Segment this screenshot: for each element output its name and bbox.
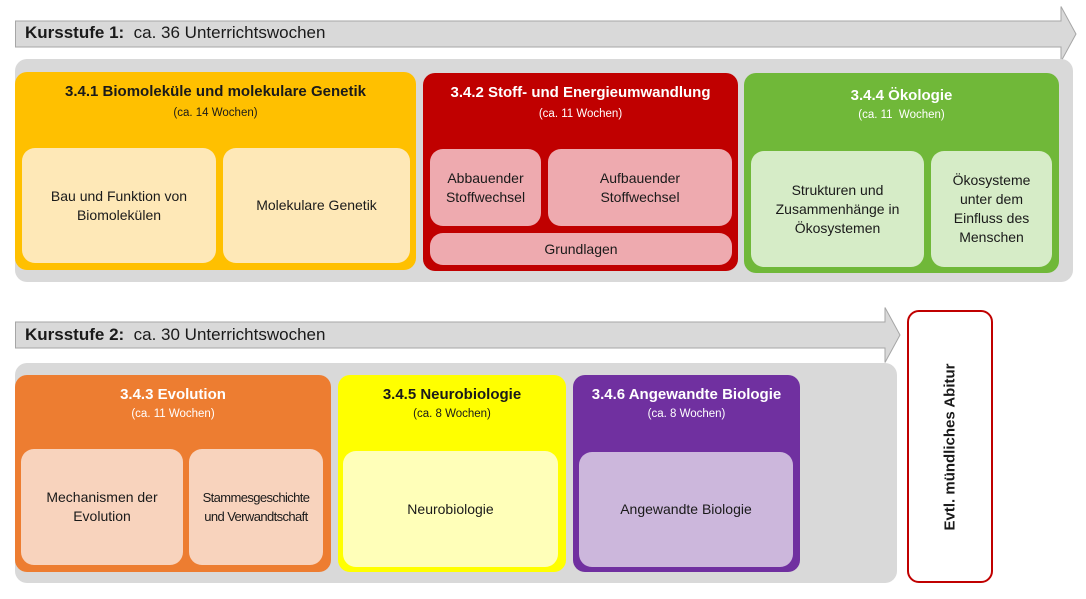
topic-label: Aufbauender Stoffwechsel bbox=[599, 169, 681, 205]
module-title: 3.4.3 Evolution bbox=[120, 386, 226, 403]
arrow-shape-icon bbox=[15, 307, 901, 363]
topic-card: Stammesgeschichte und Verwandtschaft bbox=[189, 449, 323, 565]
topic-label: Neurobiologie bbox=[407, 500, 494, 517]
topic-card: Grundlagen bbox=[430, 233, 732, 265]
module-title: 3.4.6 Angewandte Biologie bbox=[591, 386, 782, 403]
stage-2-label: Kursstufe 2: ca. 30 Unterrichtswochen bbox=[25, 325, 325, 345]
module-3-4-4-ecology: 3.4.4 Ökologie (ca. 11 Wochen) Strukture… bbox=[744, 73, 1059, 273]
topic-card: Angewandte Biologie bbox=[579, 452, 793, 567]
topic-card: Molekulare Genetik bbox=[223, 148, 410, 263]
stage-1-label: Kursstufe 1: ca. 36 Unterrichtswochen bbox=[25, 23, 325, 43]
oral-abitur-box: Evtl. mündliches Abitur bbox=[907, 310, 993, 583]
module-title: 3.4.4 Ökologie bbox=[850, 87, 953, 104]
topic-label: Grundlagen bbox=[544, 240, 618, 257]
topic-card: Strukturen und Zusammenhänge in Ökosyste… bbox=[751, 151, 924, 267]
module-duration: (ca. 8 Wochen) bbox=[647, 408, 726, 420]
module-3-4-2-metabolism: 3.4.2 Stoff- und Energieumwandlung (ca. … bbox=[423, 73, 738, 271]
module-3-4-3-evolution: 3.4.3 Evolution (ca. 11 Wochen) Mechanis… bbox=[15, 375, 331, 572]
topic-label: Stammesgeschichte und Verwandtschaft bbox=[202, 490, 310, 524]
stage-1-label-bold: Kursstufe 1: bbox=[25, 23, 125, 42]
topic-label: Angewandte Biologie bbox=[620, 501, 752, 517]
module-3-4-5-neurobiology: 3.4.5 Neurobiologie (ca. 8 Wochen) Neuro… bbox=[338, 375, 566, 572]
topic-label: Abbauender Stoffwechsel bbox=[445, 169, 526, 205]
module-title: 3.4.1 Biomoleküle und molekulare Genetik bbox=[65, 83, 366, 100]
arrow-shape-icon bbox=[15, 6, 1077, 62]
topic-label: Ökosysteme unter dem Einfluss des Mensch… bbox=[952, 172, 1031, 245]
topic-card: Aufbauender Stoffwechsel bbox=[548, 149, 732, 226]
stage-1-label-weeks: ca. 36 Unterrichtswochen bbox=[133, 23, 326, 42]
topic-card: Abbauender Stoffwechsel bbox=[430, 149, 541, 226]
stage-2-label-weeks: ca. 30 Unterrichtswochen bbox=[133, 325, 326, 344]
stage-2-timeline-arrow: Kursstufe 2: ca. 30 Unterrichtswochen bbox=[15, 307, 901, 363]
module-3-4-1-biomolecules: 3.4.1 Biomoleküle und molekulare Genetik… bbox=[15, 72, 416, 270]
module-duration: (ca. 11 Wochen) bbox=[131, 408, 215, 420]
topic-label: Bau und Funktion von Biomolekülen bbox=[50, 187, 188, 223]
module-duration: (ca. 11 Wochen) bbox=[538, 108, 623, 120]
stage-2-label-bold: Kursstufe 2: bbox=[25, 325, 125, 344]
topic-label: Strukturen und Zusammenhänge in Ökosyste… bbox=[775, 181, 900, 236]
topic-label: Mechanismen der Evolution bbox=[46, 489, 158, 524]
topic-label: Molekulare Genetik bbox=[256, 197, 377, 213]
module-3-4-6-applied-biology: 3.4.6 Angewandte Biologie (ca. 8 Wochen)… bbox=[573, 375, 800, 572]
stage-1-timeline-arrow: Kursstufe 1: ca. 36 Unterrichtswochen bbox=[15, 6, 1077, 62]
module-title: 3.4.2 Stoff- und Energieumwandlung bbox=[450, 84, 711, 101]
topic-card: Ökosysteme unter dem Einfluss des Mensch… bbox=[931, 151, 1052, 267]
topic-card: Neurobiologie bbox=[343, 451, 558, 567]
module-duration: (ca. 11 Wochen) bbox=[858, 109, 945, 121]
oral-abitur-label: Evtl. mündliches Abitur bbox=[941, 363, 959, 530]
module-duration: (ca. 8 Wochen) bbox=[413, 408, 491, 420]
module-title: 3.4.5 Neurobiologie bbox=[382, 386, 522, 403]
module-duration: (ca. 14 Wochen) bbox=[173, 107, 258, 119]
topic-card: Mechanismen der Evolution bbox=[21, 449, 183, 565]
topic-card: Bau und Funktion von Biomolekülen bbox=[22, 148, 216, 263]
